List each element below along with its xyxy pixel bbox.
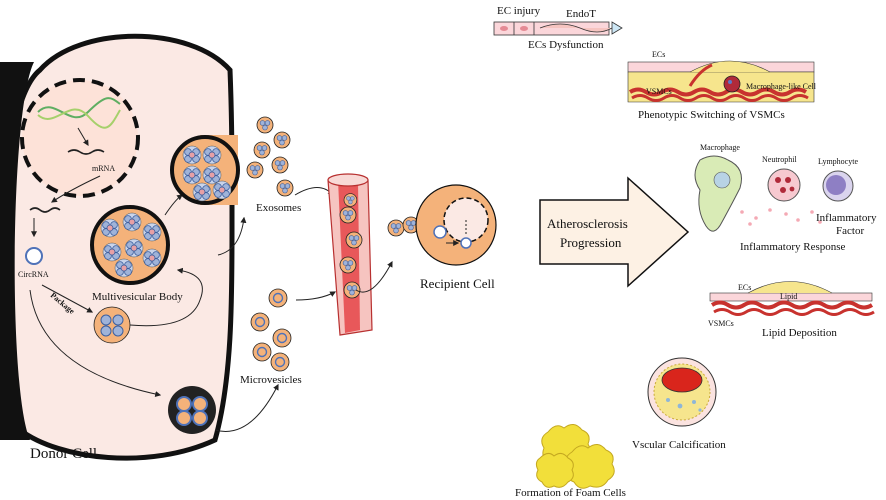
endothelial-layer bbox=[493, 21, 623, 36]
exosomes-group bbox=[246, 116, 294, 197]
circrna-icon bbox=[25, 247, 43, 265]
macrophage-icon bbox=[694, 155, 742, 232]
ec-injury-label: EC injury bbox=[497, 5, 541, 17]
multivesicular-body-label: Multivesicular Body bbox=[92, 291, 183, 303]
ecs-label-1: ECs bbox=[652, 50, 665, 59]
vessel-wall-phenotypic bbox=[627, 60, 815, 103]
microvesicles-label: Microvesicles bbox=[240, 374, 302, 386]
blood-vessel bbox=[327, 173, 373, 336]
mvb-fusing bbox=[170, 135, 240, 205]
lymphocyte-label: Lymphocyte bbox=[818, 157, 858, 166]
recipient-cell-label: Recipient Cell bbox=[420, 276, 495, 291]
lymphocyte-icon bbox=[822, 170, 854, 202]
ecs-dysfunction-label: ECs Dysfunction bbox=[528, 39, 604, 51]
phenotypic-switching-label: Phenotypic Switching of VSMCs bbox=[638, 109, 785, 121]
microvesicles-group bbox=[250, 288, 292, 372]
mrna-label: mRNA bbox=[92, 164, 115, 173]
atherosclerosis-label: Atherosclerosis bbox=[547, 216, 628, 231]
multivesicular-body bbox=[90, 205, 170, 285]
progression-arrow: Atherosclerosis Progression bbox=[539, 176, 690, 288]
macrophage-like-cell-icon bbox=[723, 75, 741, 93]
microvesicle-budding bbox=[168, 386, 216, 434]
lipid-label: Lipid bbox=[780, 292, 797, 301]
factor-label: Factor bbox=[836, 225, 864, 237]
packaged-vesicle bbox=[93, 306, 131, 344]
lipid-deposition-label: Lipid Deposition bbox=[762, 327, 837, 339]
macrophage-label: Macrophage bbox=[700, 143, 740, 152]
inflammatory-label: Inflammatory bbox=[816, 212, 877, 224]
recipient-cell bbox=[415, 184, 497, 266]
endot-label: EndoT bbox=[566, 8, 596, 20]
neutrophil-icon bbox=[767, 168, 801, 202]
circrna-label: CircRNA bbox=[18, 270, 49, 279]
vsmcs-label-2: VSMCs bbox=[708, 319, 734, 328]
vascular-calcification-label: Vscular Calcification bbox=[632, 439, 726, 451]
progression-label: Progression bbox=[560, 235, 622, 250]
foam-cells-icon bbox=[535, 424, 615, 489]
mrna-strand bbox=[67, 149, 105, 155]
nucleus: mRNA bbox=[20, 78, 140, 198]
exosomes-label: Exosomes bbox=[256, 202, 301, 214]
ecs-label-2: ECs bbox=[738, 283, 751, 292]
inflammatory-response-label: Inflammatory Response bbox=[740, 241, 846, 253]
macrophage-like-cell-label: Macrophage-like Cell bbox=[746, 82, 817, 91]
donor-cell-label: Donor Cell bbox=[30, 446, 97, 462]
mrna-strand-cytoplasm bbox=[29, 207, 61, 213]
dna-helix bbox=[37, 97, 121, 119]
vsmcs-label-1: VSMCs bbox=[646, 87, 672, 96]
vessel-wall-lipid bbox=[709, 281, 875, 316]
calcified-vessel-icon bbox=[647, 357, 717, 427]
neutrophil-label: Neutrophil bbox=[762, 155, 797, 164]
foam-cells-label: Formation of Foam Cells bbox=[515, 487, 626, 499]
inflammatory-factor-dots bbox=[740, 208, 822, 226]
